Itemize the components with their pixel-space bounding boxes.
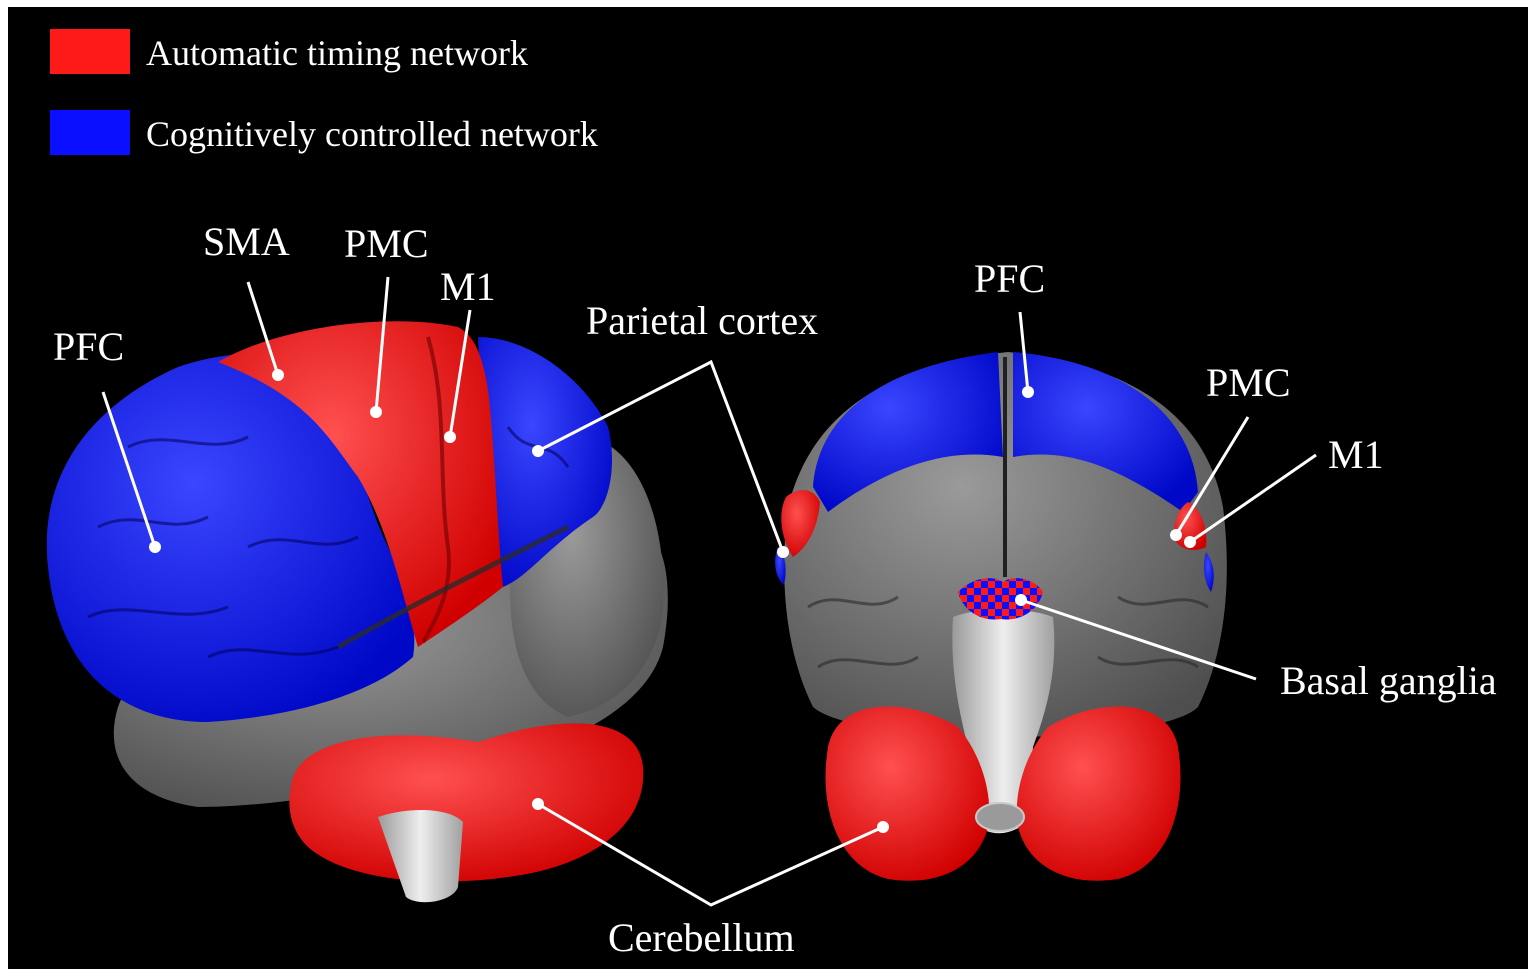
- leader-m1-left: [448, 309, 472, 438]
- dot-cerebellum-left: [532, 798, 544, 810]
- dot-m1-left: [444, 431, 456, 443]
- leader-basal-ganglia: [1020, 598, 1257, 681]
- brain-figure: Automatic timing network Cognitively con…: [46, 29, 1497, 960]
- ventral-basal-ganglia: [958, 578, 1043, 620]
- dot-pmc-right: [1170, 529, 1182, 541]
- leader-m1-right: [1189, 453, 1317, 544]
- region-labels: SMA PMC M1 PFC Parietal cortex PFC PMC M…: [53, 219, 1497, 960]
- dot-m1-right: [1184, 536, 1196, 548]
- legend-swatch-automatic: [50, 29, 130, 74]
- dot-basal-ganglia: [1015, 594, 1027, 606]
- lateral-cerebellum: [289, 723, 644, 882]
- legend-label-cognitive: Cognitively controlled network: [146, 114, 598, 154]
- lateral-sylvian-fissure: [336, 524, 570, 650]
- label-m1-left: M1: [440, 264, 496, 309]
- ventral-stem-cut: [975, 802, 1025, 832]
- ventral-left-cerebellum: [825, 706, 990, 881]
- legend-swatch-cognitive: [50, 110, 130, 155]
- label-pfc-left: PFC: [53, 324, 124, 369]
- label-pmc-left: PMC: [344, 221, 429, 266]
- leader-parietal: [537, 359, 785, 553]
- dot-parietal-left: [532, 445, 544, 457]
- dot-pfc-left: [149, 541, 161, 553]
- ventral-brain: [775, 352, 1227, 881]
- label-basal-ganglia: Basal ganglia: [1280, 658, 1497, 703]
- ventral-left-frontal-pole: [813, 352, 1003, 512]
- lateral-brain: [46, 321, 668, 903]
- ventral-left-motor-patch: [781, 490, 820, 557]
- dot-cerebellum-right: [877, 821, 889, 833]
- leader-cerebellum: [537, 802, 884, 907]
- leader-pfc-right: [1018, 311, 1030, 393]
- legend: Automatic timing network Cognitively con…: [50, 29, 598, 155]
- lateral-frontal-lobe: [46, 354, 415, 722]
- leader-pfc-left: [101, 391, 157, 548]
- lateral-brainstem: [378, 810, 463, 903]
- ventral-right-cerebellum: [1016, 706, 1181, 881]
- lateral-parietal-blue: [478, 337, 613, 587]
- ventral-sulci: [807, 595, 1209, 669]
- figure-canvas: Automatic timing network Cognitively con…: [8, 7, 1528, 969]
- label-pfc-right: PFC: [974, 256, 1045, 301]
- leader-pmc-left: [374, 276, 390, 413]
- dot-pmc-left: [370, 406, 382, 418]
- leader-pmc-right: [1174, 416, 1250, 536]
- ventral-right-frontal-pole: [1013, 352, 1198, 512]
- label-cerebellum: Cerebellum: [608, 915, 795, 960]
- leader-sma: [246, 281, 280, 376]
- leader-lines: [101, 276, 1317, 907]
- dot-sma: [272, 369, 284, 381]
- lateral-motor-strip: [218, 321, 503, 647]
- label-parietal: Parietal cortex: [586, 298, 818, 343]
- legend-label-automatic: Automatic timing network: [146, 33, 528, 73]
- lateral-central-sulcus: [421, 336, 451, 644]
- label-m1-right: M1: [1328, 432, 1384, 477]
- label-sma: SMA: [203, 219, 290, 264]
- ventral-right-blue-edge: [1203, 552, 1214, 592]
- dot-pfc-right: [1022, 386, 1034, 398]
- label-pmc-right: PMC: [1206, 360, 1291, 405]
- dot-parietal-right: [777, 546, 789, 558]
